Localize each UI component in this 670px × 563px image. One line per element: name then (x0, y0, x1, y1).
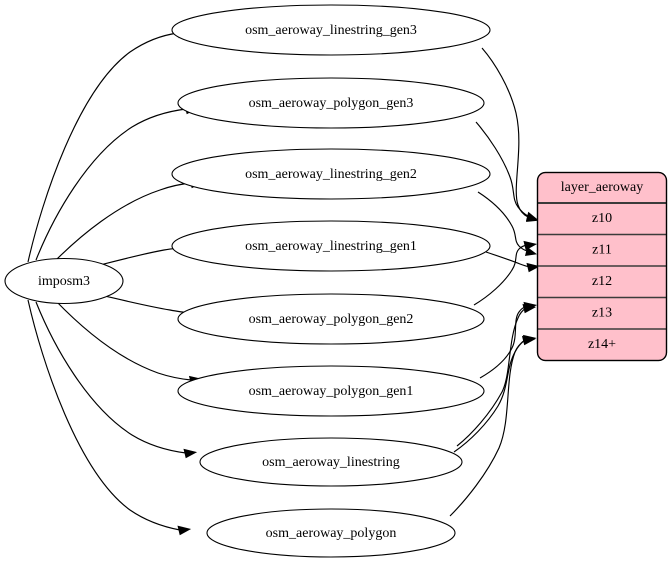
node-osm_aeroway_polygon[interactable]: osm_aeroway_polygon (206, 508, 456, 558)
edge-osm_aeroway_polygon-to-z14 (449, 335, 536, 517)
edge-imposm3-to-osm_aeroway_polygon_gen1 (54, 299, 203, 386)
node-osm_aeroway_polygon_gen1[interactable]: osm_aeroway_polygon_gen1 (177, 365, 485, 417)
edge-osm_aeroway_linestring_gen3-to-z10 (481, 47, 539, 222)
osm_aeroway_linestring-label: osm_aeroway_linestring (262, 455, 400, 470)
edge-osm_aeroway_polygon_gen3-to-z10 (475, 121, 539, 221)
osm_aeroway_linestring_gen2-label: osm_aeroway_linestring_gen2 (245, 167, 417, 182)
osm_aeroway_polygon_gen1-ellipse[interactable] (177, 365, 485, 417)
node-layer_aeroway[interactable]: layer_aeroway z10 z11 z12 z13 z14+ (536, 171, 668, 362)
layer_aeroway-header-label: layer_aeroway (561, 180, 643, 195)
osm_aeroway_linestring_gen1-ellipse[interactable] (171, 220, 491, 272)
layer_aeroway-row-z11-label[interactable]: z11 (592, 243, 612, 258)
node-osm_aeroway_polygon_gen2[interactable]: osm_aeroway_polygon_gen2 (177, 293, 485, 345)
edge-imposm3-to-osm_aeroway_polygon_gen3 (35, 104, 199, 261)
osm_aeroway_linestring_gen3-label: osm_aeroway_linestring_gen3 (245, 23, 417, 38)
edge-imposm3-to-osm_aeroway_polygon (27, 299, 192, 536)
node-osm_aeroway_linestring_gen2[interactable]: osm_aeroway_linestring_gen2 (171, 148, 491, 200)
osm_aeroway_linestring_gen2-ellipse[interactable] (171, 148, 491, 200)
edge-osm_aeroway_linestring-to-z13 (456, 303, 537, 447)
osm_aeroway_linestring_gen3-ellipse[interactable] (171, 4, 491, 56)
osm_aeroway_polygon_gen3-label: osm_aeroway_polygon_gen3 (249, 96, 414, 111)
node-osm_aeroway_linestring_gen1[interactable]: osm_aeroway_linestring_gen1 (171, 220, 491, 272)
edge-osm_aeroway_polygon_gen2-to-z11 (473, 240, 538, 306)
layer_aeroway-row-z13-label[interactable]: z13 (592, 306, 612, 321)
osm_aeroway_linestring-ellipse[interactable] (199, 437, 463, 487)
edge-imposm3-to-osm_aeroway_linestring (35, 301, 198, 459)
edge-osm_aeroway_linestring_gen1-to-z12 (485, 251, 541, 273)
node-osm_aeroway_polygon_gen3[interactable]: osm_aeroway_polygon_gen3 (177, 77, 485, 129)
osm_aeroway_polygon_gen2-ellipse[interactable] (177, 293, 485, 345)
osm_aeroway_polygon_gen1-label: osm_aeroway_polygon_gen1 (249, 384, 414, 399)
osm_aeroway_polygon-label: osm_aeroway_polygon (266, 526, 397, 541)
layer_aeroway-row-z10-label[interactable]: z10 (592, 211, 612, 226)
node-osm_aeroway_linestring[interactable]: osm_aeroway_linestring (199, 437, 463, 487)
layer_aeroway-row-z14-label[interactable]: z14+ (588, 337, 616, 352)
layer_aeroway-row-z12-label[interactable]: z12 (592, 274, 612, 289)
osm_aeroway_polygon_gen2-label: osm_aeroway_polygon_gen2 (249, 312, 414, 327)
osm_aeroway_linestring_gen1-label: osm_aeroway_linestring_gen1 (245, 239, 417, 254)
edge-osm_aeroway_linestring_gen2-to-z11 (477, 191, 538, 256)
osm_aeroway_polygon_gen3-ellipse[interactable] (177, 77, 485, 129)
node-imposm3[interactable]: imposm3 (4, 257, 124, 305)
imposm3-label: imposm3 (38, 274, 90, 289)
osm_aeroway_polygon-ellipse[interactable] (206, 508, 456, 558)
node-osm_aeroway_linestring_gen3[interactable]: osm_aeroway_linestring_gen3 (171, 4, 491, 56)
imposm3-ellipse[interactable] (4, 257, 124, 305)
layer_aeroway-outline (536, 171, 668, 362)
edge-group-tables-to-layer (449, 47, 541, 517)
